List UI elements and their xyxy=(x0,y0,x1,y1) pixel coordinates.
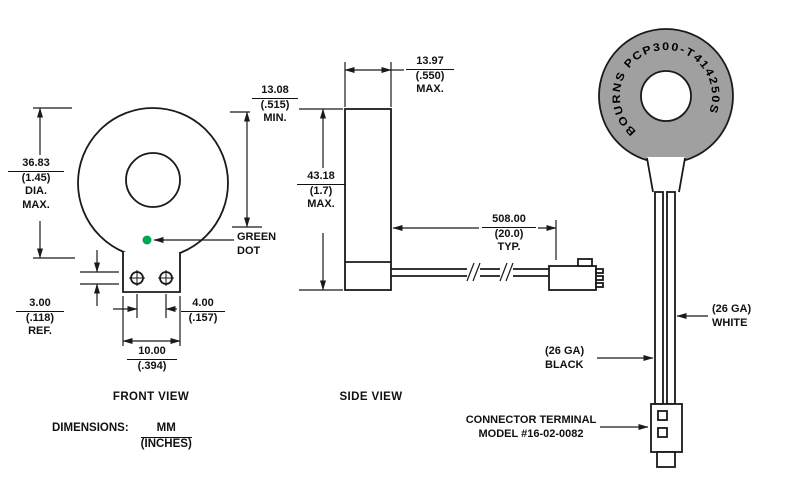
dim-mm-value: 10.00 xyxy=(127,345,177,361)
front-view-title: FRONT VIEW xyxy=(112,391,190,403)
connector-terminal-label: CONNECTOR TERMINAL MODEL #16-02-0082 xyxy=(455,414,607,442)
dim-note: MAX. xyxy=(416,83,444,96)
dim-inch-value: (.157) xyxy=(188,312,218,325)
dim-note: MAX. xyxy=(22,198,50,211)
units-fraction: MM (INCHES) xyxy=(140,422,192,452)
green-dot-label-line1: GREEN xyxy=(237,231,277,243)
dim-inch-value: (.394) xyxy=(137,360,167,373)
black-wire-label: (26 GA) BLACK xyxy=(545,345,584,373)
dim-mm-value: 13.97 xyxy=(406,55,454,71)
dim-mm-value: 36.83 xyxy=(8,157,64,173)
neck-mask xyxy=(647,157,685,192)
front-mounting-tab xyxy=(122,252,181,293)
dim-inch-value: (1.45) xyxy=(21,172,51,185)
dim-lead-length-label: 508.00 (20.0) TYP. xyxy=(482,213,536,255)
dim-note: TYP. xyxy=(497,241,521,254)
front-view-drawing xyxy=(33,107,262,346)
connector-pin xyxy=(595,268,604,274)
black-wire xyxy=(654,191,664,405)
dim-note: MIN. xyxy=(263,112,287,125)
white-wire xyxy=(666,191,676,405)
connector-pin xyxy=(595,282,604,288)
rear-view-drawing: BOURNS PCP300-T414250S xyxy=(597,28,734,468)
dim-mm-value: 13.08 xyxy=(252,84,298,100)
dim-diameter xyxy=(33,107,75,259)
dim-inch-value: (.515) xyxy=(260,99,290,112)
dim-mm-value: 3.00 xyxy=(16,297,64,313)
green-dot-label-line2: DOT xyxy=(237,244,261,257)
connector-tongue xyxy=(656,451,676,468)
black-wire-color: BLACK xyxy=(545,358,584,371)
dim-height-max-label: 43.18 (1.7) MAX. xyxy=(297,170,345,212)
white-wire-label: (26 GA) WHITE xyxy=(712,303,751,331)
connector-label-line1: CONNECTOR TERMINAL xyxy=(465,414,597,426)
dim-thickness-label: 13.97 (.550) MAX. xyxy=(406,55,454,97)
white-wire-gauge: (26 GA) xyxy=(712,303,752,315)
front-hole-left-crosshair xyxy=(129,270,145,286)
dimensions-note: DIMENSIONS: MM (INCHES) xyxy=(52,422,192,452)
dim-tab-width-label: 10.00 (.394) xyxy=(127,345,177,373)
dim-standoff-ref xyxy=(80,250,119,306)
side-view-drawing xyxy=(299,62,604,291)
connector-pin xyxy=(595,275,604,281)
dim-height-max xyxy=(299,108,343,291)
dim-hole-spacing xyxy=(113,294,177,318)
green-dot xyxy=(142,235,152,245)
green-dot-label: GREEN DOT xyxy=(237,231,276,259)
dim-note: MAX. xyxy=(307,198,335,211)
rear-hub-hole xyxy=(640,70,692,122)
front-hub-hole xyxy=(125,152,181,208)
dim-inch-value: (1.7) xyxy=(309,185,333,198)
lead-wire xyxy=(480,268,500,277)
dim-hole-spacing-label: 4.00 (.157) xyxy=(181,297,225,325)
dim-lead-length xyxy=(392,220,557,260)
dim-note: REF. xyxy=(28,325,52,338)
dim-diameter-label: 36.83 (1.45) DIA. MAX. xyxy=(8,157,64,212)
connector-latch xyxy=(577,258,593,267)
connector-housing xyxy=(548,265,597,291)
dim-mm-value: 4.00 xyxy=(181,297,225,313)
dim-inch-value: (.550) xyxy=(415,70,445,83)
dim-height-min-label: 13.08 (.515) MIN. xyxy=(252,84,298,126)
dim-mm-value: 43.18 xyxy=(297,170,345,186)
dim-height-min xyxy=(230,111,262,228)
connector-label-line2: MODEL #16-02-0082 xyxy=(478,427,584,440)
dim-note: DIA. xyxy=(25,185,47,198)
units-mm: MM xyxy=(140,422,192,438)
white-wire-color: WHITE xyxy=(712,316,748,329)
side-view-title: SIDE VIEW xyxy=(339,391,403,403)
dim-thickness-max xyxy=(344,62,404,107)
dim-mm-value: 508.00 xyxy=(482,213,536,229)
side-body xyxy=(344,108,392,291)
dim-inch-value: (20.0) xyxy=(494,228,524,241)
wire-break-mark xyxy=(499,262,514,282)
dim-inch-value: (.118) xyxy=(25,312,55,325)
side-connector xyxy=(548,258,604,291)
dim-standoff-label: 3.00 (.118) REF. xyxy=(16,297,64,339)
wire-break-mark xyxy=(466,262,481,282)
connector-pin-window xyxy=(657,410,668,421)
black-wire-gauge: (26 GA) xyxy=(545,345,585,357)
lead-wire xyxy=(391,268,467,277)
units-inches: (INCHES) xyxy=(140,437,192,450)
dimensions-note-label: DIMENSIONS: xyxy=(52,422,129,434)
front-hole-right-crosshair xyxy=(158,270,174,286)
rear-connector xyxy=(650,403,683,468)
connector-pin-window xyxy=(657,427,668,438)
neck-edges xyxy=(646,157,686,193)
dim-tab-width xyxy=(122,296,181,346)
lead-wire xyxy=(513,268,549,277)
